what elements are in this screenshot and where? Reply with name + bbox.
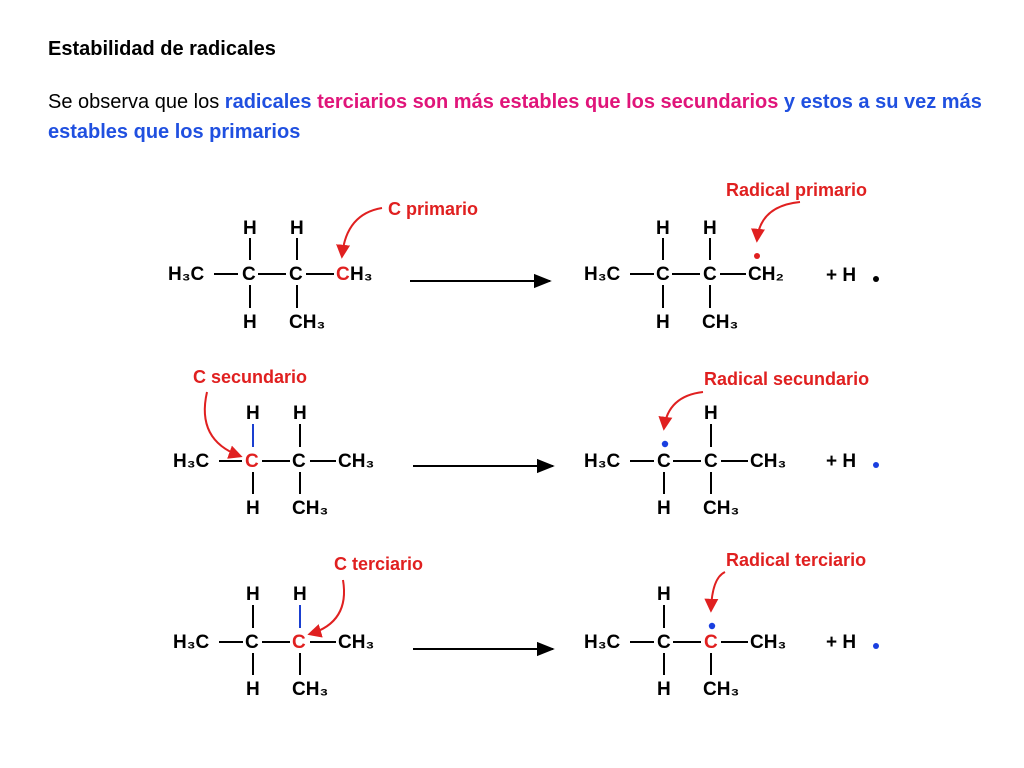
intro-text-radicales: radicales [224,91,312,113]
atom-h: H [656,312,670,333]
atom-ch3: CH₃ [703,498,739,519]
atom-h: H [657,584,671,605]
hydrogen-atom-product: + H [826,451,856,472]
radical-dot [661,440,669,448]
atom-c-tertiary: C [292,632,306,653]
slide-title: Estabilidad de radicales [48,38,276,60]
intro-text-primarios: y estos a su vez más estables que los pr… [48,91,982,143]
pointer-arrow [203,391,243,459]
radical-dot [754,253,760,259]
atom-h: H [246,498,260,519]
atom-ch3: CH₃ [750,451,786,472]
atom-c: C [703,264,717,285]
atom-h: H [657,498,671,519]
atom-h3c: H₃C [584,451,621,472]
atom-h: H [293,584,307,605]
atom-h: H [246,403,260,424]
atom-ch3: CH₃ [338,451,374,472]
intro-paragraph: Se observa que los radicales terciarios … [48,87,1013,147]
atom-c: C [242,264,256,285]
label-radical-secundario: Radical secundario [704,369,869,389]
atom-c-primary: C [336,264,350,285]
atom-h3c: H₃C [168,264,205,285]
atom-c-radical: C [704,632,718,653]
atom-h: H [657,679,671,700]
atom-c: C [245,632,259,653]
atom-ch3: CH₃ [750,632,786,653]
molecule-secondary-radical: H₃C C C CH₃ H H CH₃ [584,403,786,519]
atom-c-radical: C [657,451,671,472]
atom-h: H [704,403,718,424]
atom-ch3: CH₃ [338,632,374,653]
atom-c: C [704,451,718,472]
atom-ch3: CH₃ [703,679,739,700]
hydrogen-radical-dot [873,462,879,468]
atom-h3c: H₃C [584,632,621,653]
atom-c: C [657,632,671,653]
molecule-primary-radical: H₃C C C CH₂ H H H CH₃ [584,218,784,333]
atom-h3-suffix: H₃ [350,264,373,285]
intro-text-terciarios: terciarios son más estables que los secu… [311,91,779,113]
molecule-tertiary-radical: H₃C C C CH₃ H H CH₃ [584,584,786,700]
label-c-primario: C primario [388,199,478,219]
atom-h: H [243,312,257,333]
atom-c: C [289,264,303,285]
atom-c: C [292,451,306,472]
atom-h: H [246,679,260,700]
atom-ch3: CH₃ [289,312,325,333]
atom-ch3: CH₃ [702,312,738,333]
atom-h3c: H₃C [584,264,621,285]
hydrogen-radical-dot [873,643,879,649]
atom-h: H [246,584,260,605]
atom-ch3: CH₃ [292,679,328,700]
hydrogen-atom-product: + H [826,265,856,286]
atom-c: C [656,264,670,285]
atom-h3c: H₃C [173,632,210,653]
row-secondary: H₃C C C CH₃ H H H CH₃ C secundario H₃C C… [173,367,879,519]
atom-h3c: H₃C [173,451,210,472]
row-tertiary: H₃C C C CH₃ H H H CH₃ C terciario H₃C C … [173,550,879,700]
pointer-arrow [307,579,345,638]
pointer-arrow [751,201,801,243]
atom-h: H [243,218,257,239]
label-radical-primario: Radical primario [726,180,867,200]
hydrogen-radical-dot [873,276,879,282]
molecule-butane-secondary: H₃C C C CH₃ H H H CH₃ [173,403,374,519]
atom-c-secondary: C [245,451,259,472]
atom-h: H [656,218,670,239]
label-c-terciario: C terciario [334,554,423,574]
molecule-isobutane-tertiary: H₃C C C CH₃ H H H CH₃ [173,584,374,700]
pointer-arrow [336,207,383,259]
pointer-arrow [704,571,726,613]
hydrogen-atom-product: + H [826,632,856,653]
intro-text-part1: Se observa que los [48,91,225,113]
radical-dot [708,622,716,630]
label-c-secundario: C secundario [193,367,307,387]
label-radical-terciario: Radical terciario [726,550,866,570]
pointer-arrow [658,391,704,431]
atom-ch2-radical: CH₂ [748,264,784,285]
atom-h: H [293,403,307,424]
atom-h: H [703,218,717,239]
atom-ch3: CH₃ [292,498,328,519]
atom-h: H [290,218,304,239]
